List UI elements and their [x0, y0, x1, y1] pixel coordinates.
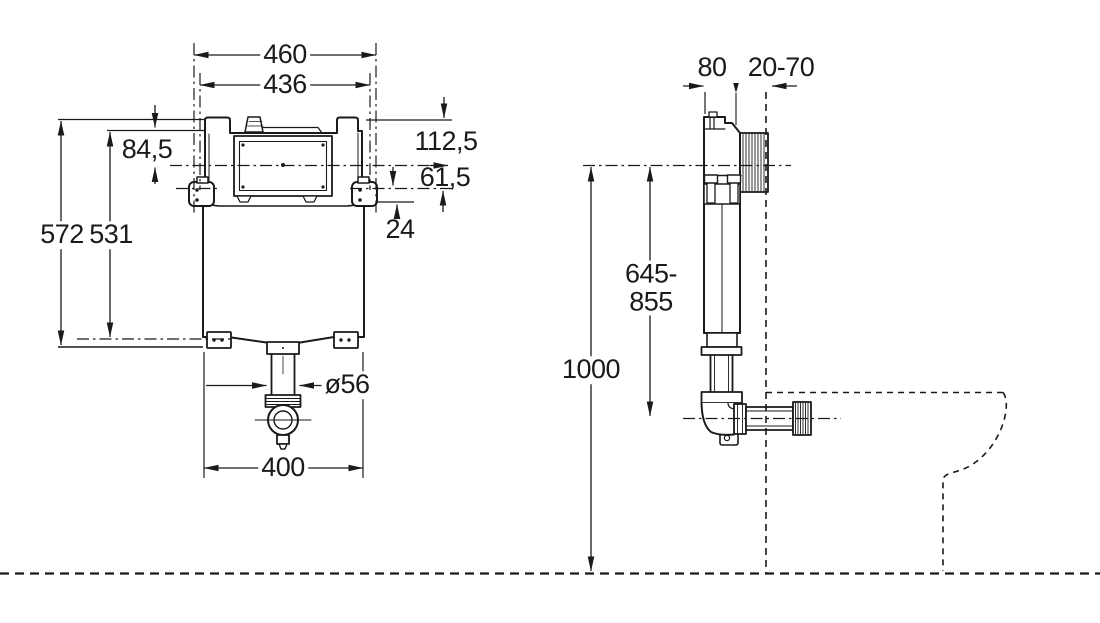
- flush-pipe-side: [709, 354, 734, 393]
- front-view-drawing: [188, 116, 378, 450]
- dim-label-855: 855: [629, 286, 673, 316]
- dim-label-531: 531: [86, 221, 136, 249]
- dim-label-diameter-56: ø56: [321, 371, 373, 399]
- foot-right: [333, 331, 359, 349]
- side-bracket-left: [188, 181, 215, 207]
- foot-left: [206, 331, 232, 349]
- dim-label-80: 80: [697, 52, 727, 83]
- cistern-head-outline: [204, 116, 363, 197]
- dim-label-572: 572: [37, 221, 87, 249]
- dim-label-436: 436: [260, 71, 310, 99]
- side-bracket-right: [351, 181, 378, 207]
- dim-label-400: 400: [258, 454, 308, 482]
- dim-label-20-70: 20-70: [747, 52, 815, 83]
- dim-label-460: 460: [260, 41, 310, 69]
- dim-label-1000: 1000: [558, 356, 624, 384]
- side-body-outline: [703, 116, 741, 334]
- dim-tick-80-mid: [733, 83, 739, 93]
- dim-label-645-855: 645- 855: [621, 258, 681, 316]
- elbow: [701, 403, 734, 435]
- dim-label-84-5: 84,5: [121, 134, 173, 165]
- reference-lines: [0, 43, 1100, 575]
- flush-pipe-front: [270, 353, 296, 396]
- fill-valve: [244, 116, 264, 133]
- dim-label-61-5: 61,5: [419, 162, 471, 193]
- toilet-outline: [766, 391, 1008, 571]
- side-view-drawing: [700, 111, 812, 446]
- dim-label-112-5: 112,5: [414, 126, 478, 157]
- dim-label-645: 645-: [624, 258, 678, 289]
- dim-label-24: 24: [385, 214, 415, 245]
